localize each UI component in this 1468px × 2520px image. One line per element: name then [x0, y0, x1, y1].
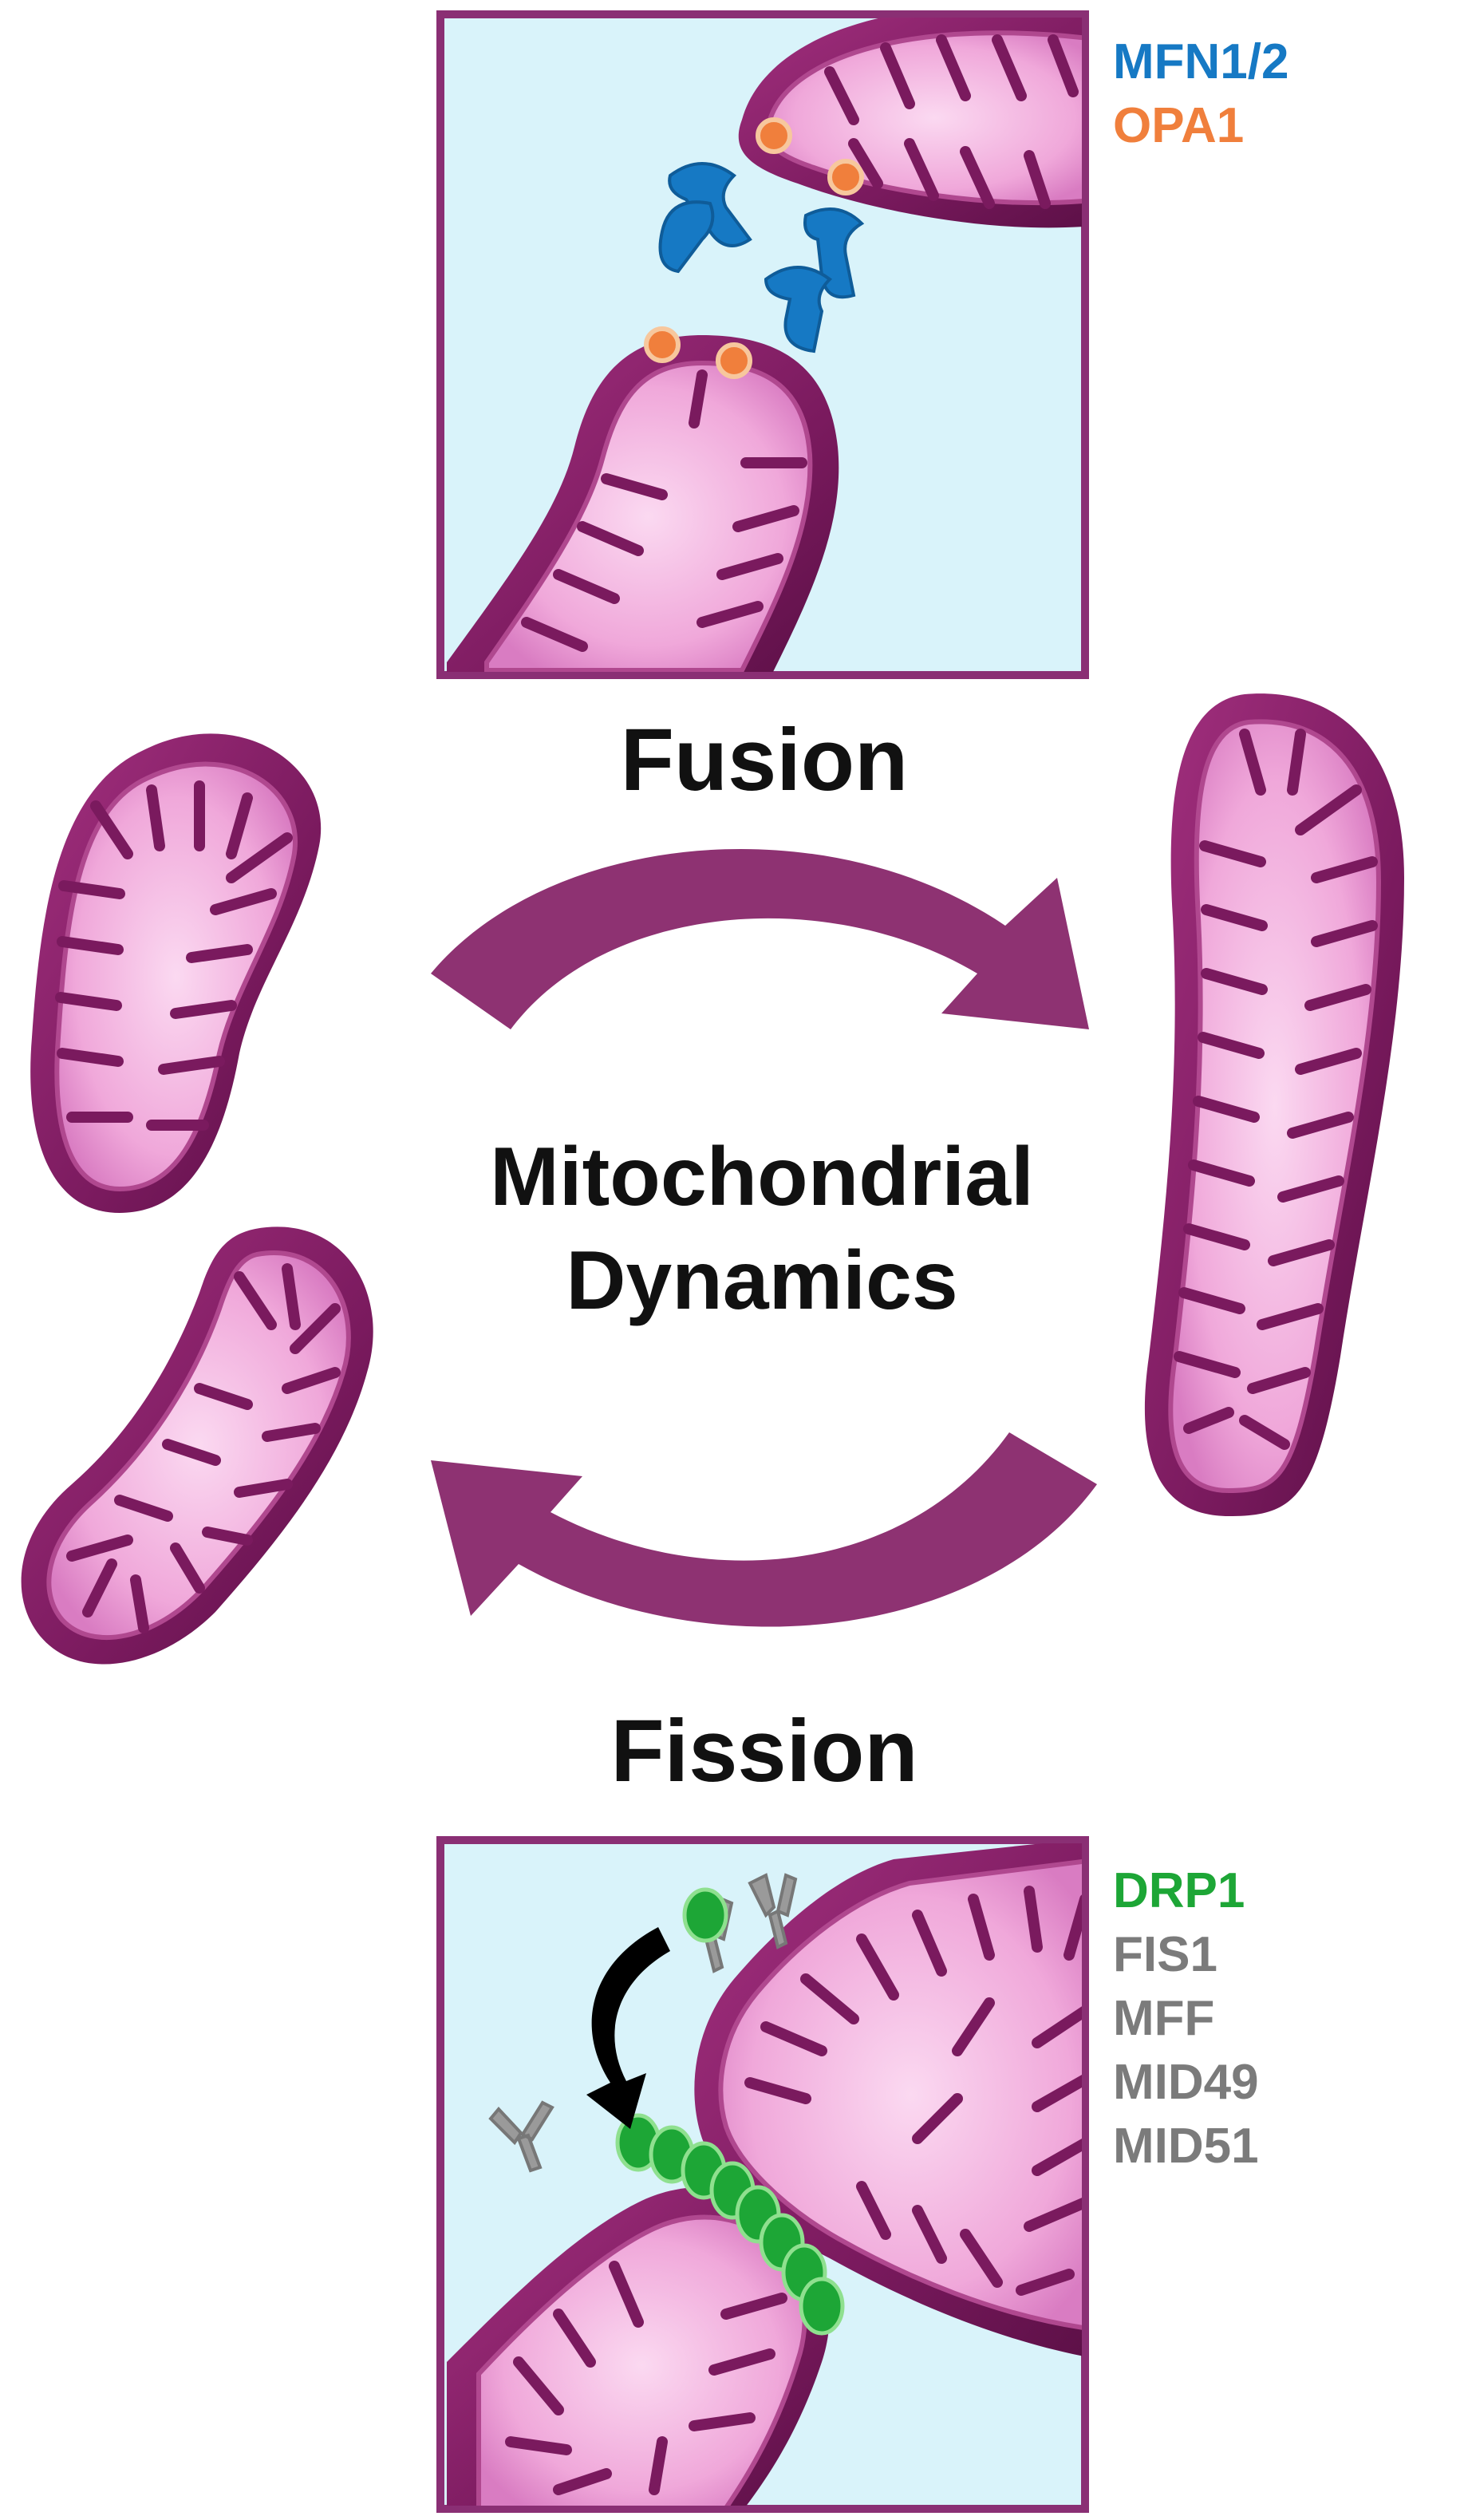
fission-detail-panel: DRP1 FIS1 MFF MID49 MID51 — [436, 1836, 1259, 2513]
recruitment-arrow — [586, 1927, 670, 2129]
drp1-ring — [615, 2113, 845, 2336]
mitochondrion-right — [1144, 693, 1404, 1516]
legend-drp1: DRP1 — [1113, 1863, 1245, 1918]
fission-arrow — [431, 1432, 1097, 1627]
legend-mff: MFF — [1113, 1991, 1214, 2046]
mitochondrion-left-top — [30, 733, 322, 1213]
mfn-tethers — [658, 162, 865, 354]
legend-opa1: OPA1 — [1113, 98, 1244, 153]
mitochondrion-lower — [447, 335, 839, 672]
legend-mfn: MFN1/2 — [1113, 34, 1288, 89]
legend-fis1: FIS1 — [1113, 1927, 1217, 1982]
fission-label: Fission — [610, 1702, 917, 1800]
legend-mid51: MID51 — [1113, 2119, 1259, 2174]
center-title-line2: Dynamics — [566, 1234, 957, 1327]
fusion-arrow — [431, 848, 1089, 1029]
legend-mid49: MID49 — [1113, 2055, 1259, 2110]
center-title-line1: Mitochondrial — [490, 1131, 1034, 1223]
mitochondrion-upper — [738, 18, 1082, 228]
mitochondrion-left-bottom — [21, 1226, 373, 1665]
fusion-label: Fusion — [621, 711, 909, 809]
opa1-dots — [644, 117, 864, 379]
fusion-detail-panel: MFN1/2 OPA1 — [436, 10, 1288, 679]
drp1-bound — [682, 1887, 728, 1943]
